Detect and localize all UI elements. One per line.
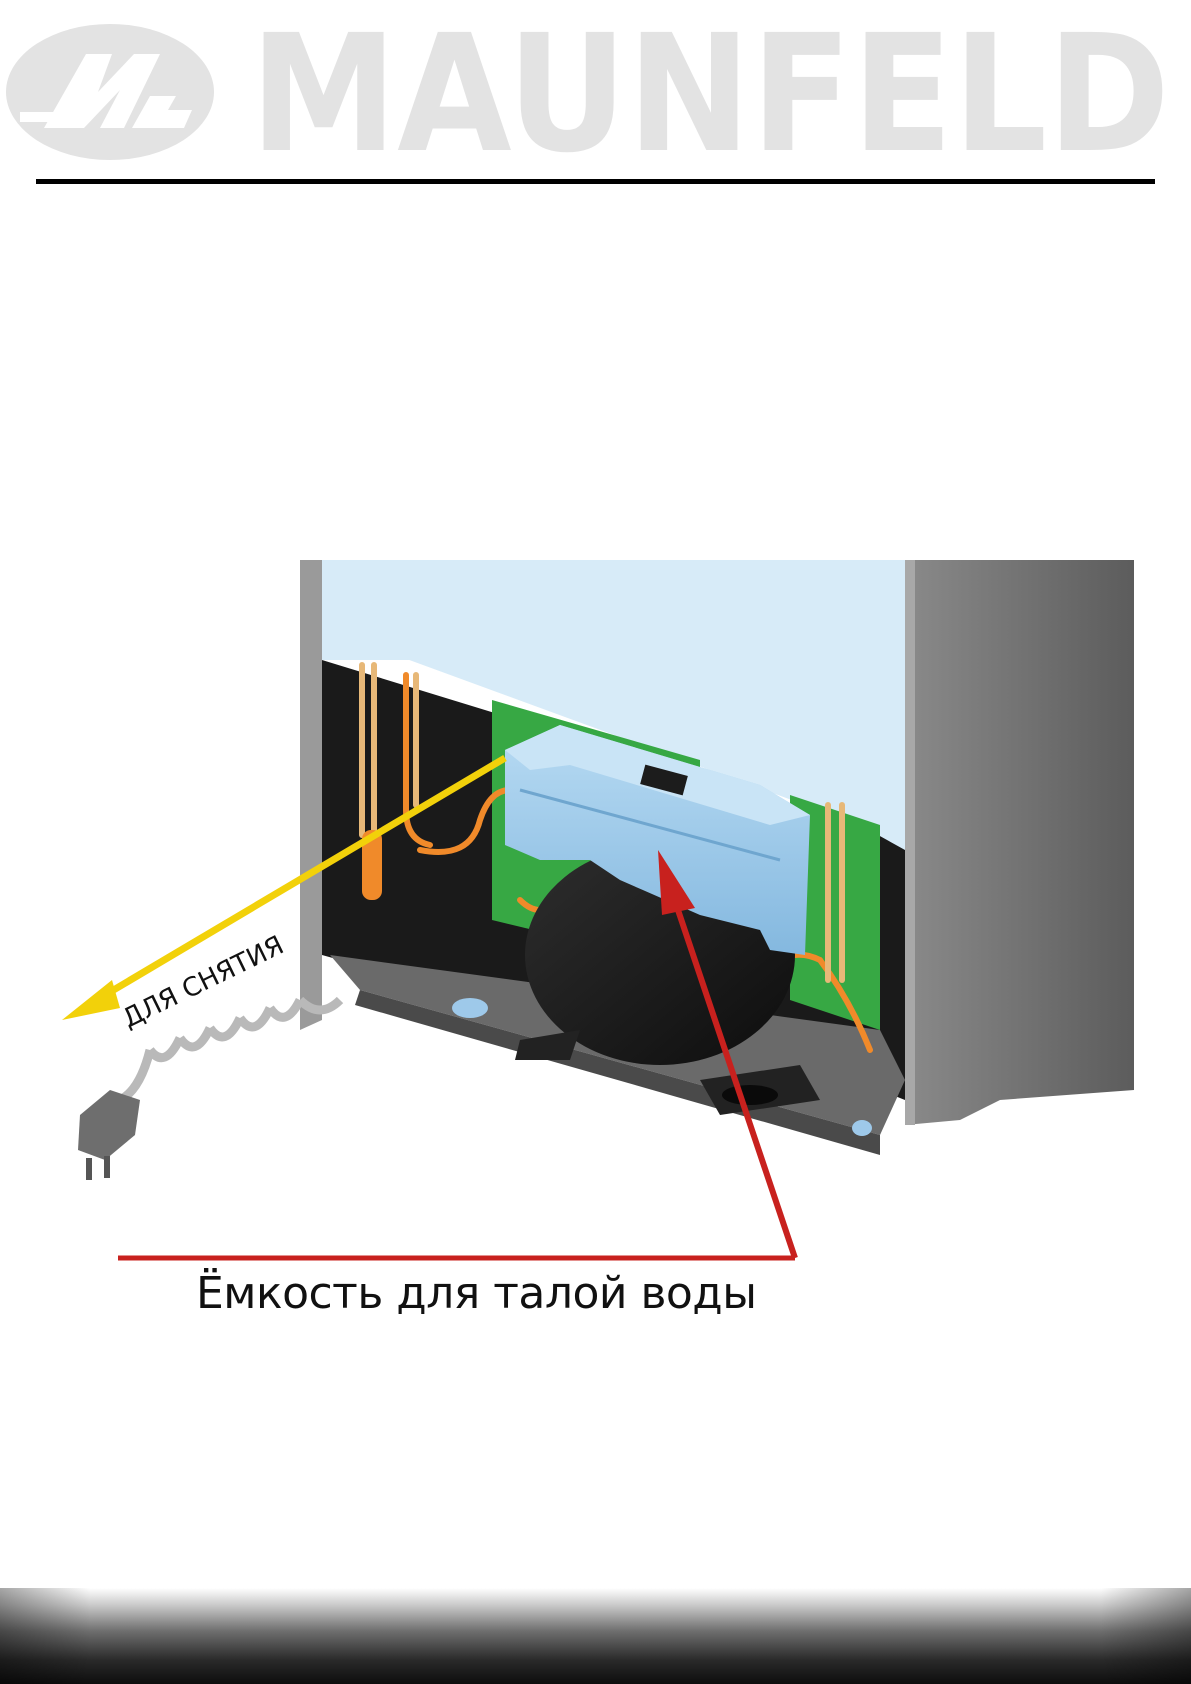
footer-band [0,1588,1191,1684]
brand-wordmark: MAUNFELD [250,1,1170,189]
header-divider [36,179,1155,184]
back-panel [300,560,905,660]
side-panel [905,560,1134,1125]
brand-logo: MAUNFELD [0,0,1191,190]
refrigerator-illustration: ДЛЯ СНЯТИЯ [0,560,1191,1320]
power-plug-icon [78,1090,140,1180]
figure-caption: Ёмкость для талой воды [196,1268,756,1319]
header: MAUNFELD [0,0,1191,190]
logo-monogram-icon [6,24,214,160]
